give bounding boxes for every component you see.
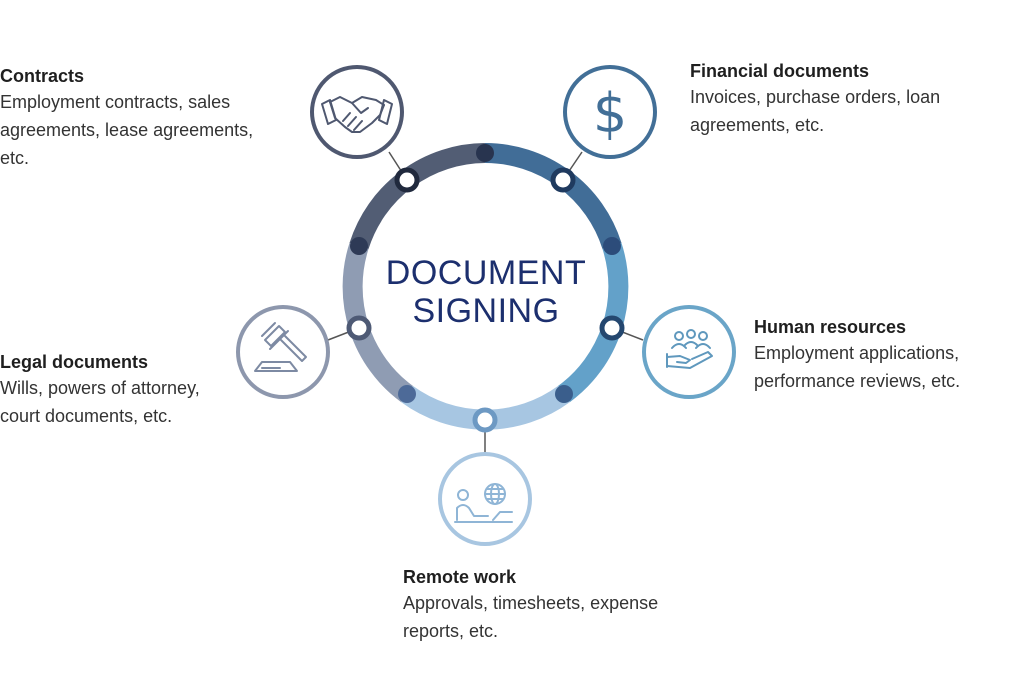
- financial-desc-line: Invoices, purchase orders, loan: [690, 87, 941, 107]
- remote-desc-line: Approvals, timesheets, expense: [403, 593, 659, 613]
- remote-title: Remote work: [403, 567, 517, 587]
- center-title-line-2: SIGNING: [412, 292, 560, 330]
- center-title-line-1: DOCUMENT: [385, 254, 587, 292]
- diagram-center-title: DOCUMENT SIGNING: [366, 254, 606, 330]
- legal-desc-line: Wills, powers of attorney,: [0, 378, 200, 398]
- ring-dot: [603, 237, 621, 255]
- legal-desc-line: court documents, etc.: [0, 406, 173, 426]
- hr-desc-line: Employment applications,: [754, 343, 960, 363]
- ring-node-remote: [472, 407, 498, 433]
- ring-dot: [398, 385, 416, 403]
- hr-title: Human resources: [754, 317, 907, 337]
- financial-desc-line: agreements, etc.: [690, 115, 825, 135]
- svg-text:$: $: [593, 82, 627, 145]
- financial-title: Financial documents: [690, 61, 870, 81]
- ring-node-financial: [550, 167, 576, 193]
- hr-label: Human resources Employment applications,…: [754, 315, 1014, 395]
- contracts-title: Contracts: [0, 66, 85, 86]
- financial-label: Financial documents Invoices, purchase o…: [690, 59, 1010, 139]
- ring-node-legal: [346, 315, 372, 341]
- remote-work-icon: [438, 452, 532, 546]
- ring-dot: [350, 237, 368, 255]
- contracts-desc-line: etc.: [0, 148, 30, 168]
- contracts-label: Contracts Employment contracts, sales ag…: [0, 64, 290, 172]
- legal-label: Legal documents Wills, powers of attorne…: [0, 350, 240, 430]
- remote-desc-line: reports, etc.: [403, 621, 499, 641]
- contracts-desc-line: Employment contracts, sales: [0, 92, 231, 112]
- ring-dot: [555, 385, 573, 403]
- dollar-icon: $: [563, 65, 657, 159]
- ring-dot: [476, 144, 494, 162]
- legal-title: Legal documents: [0, 352, 149, 372]
- remote-label: Remote work Approvals, timesheets, expen…: [403, 565, 703, 645]
- hr-desc-line: performance reviews, etc.: [754, 371, 961, 391]
- handshake-icon: [310, 65, 404, 159]
- gavel-icon: [236, 305, 330, 399]
- contracts-desc-line: agreements, lease agreements,: [0, 120, 254, 140]
- people-hand-icon: [642, 305, 736, 399]
- ring-node-hr: [599, 315, 625, 341]
- ring-node-contracts: [394, 167, 420, 193]
